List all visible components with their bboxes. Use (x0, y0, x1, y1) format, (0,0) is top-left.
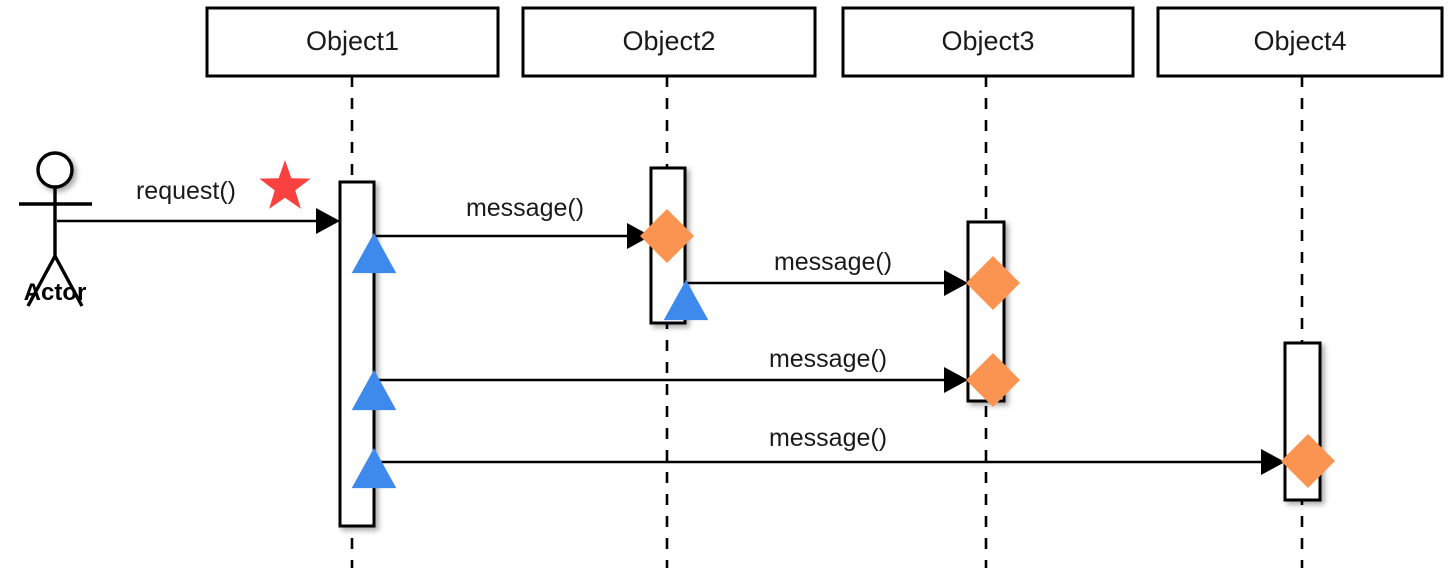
lifelines-group (350, 76, 1304, 568)
actor-head-icon (36, 151, 74, 189)
message-arrowhead-msg-request (316, 208, 340, 234)
actor-leg-left-icon (26, 255, 57, 307)
message-labels-group: request() message() message() message() mess… (136, 177, 892, 452)
diamond-marker (1281, 434, 1335, 488)
star-marker (259, 160, 311, 209)
participant-box-object4[interactable] (1156, 6, 1444, 78)
participant-label-object1: Object1 (306, 26, 399, 56)
diamond-marker (966, 256, 1020, 310)
diamond-marker (640, 209, 694, 263)
message-label-msg-3: message() (769, 345, 887, 373)
message-arrowhead-msg-2 (944, 270, 968, 296)
annotation-markers-group (259, 160, 1335, 489)
actor-label: Actor (24, 279, 87, 306)
participant-labels-group: Object1 Object2 Object3 Object4 (306, 26, 1347, 56)
participant-label-object3: Object3 (941, 26, 1034, 56)
triangle-marker (351, 369, 397, 411)
participant-box-object2[interactable] (521, 6, 817, 78)
actor-leg-right-icon (53, 255, 84, 307)
message-arrowhead-msg-1 (627, 223, 651, 249)
triangle-marker (351, 232, 397, 274)
participant-boxes-group (205, 6, 1444, 78)
participant-label-object2: Object2 (622, 26, 715, 56)
triangle-marker (663, 279, 709, 321)
actor-figure[interactable]: Actor (19, 151, 92, 307)
message-arrowhead-msg-3 (944, 367, 968, 393)
triangle-marker (351, 447, 397, 489)
participant-box-object3[interactable] (841, 6, 1135, 78)
message-label-msg-1: message() (466, 194, 584, 222)
message-label-msg-2: message() (774, 248, 892, 276)
participant-label-object4: Object4 (1253, 26, 1346, 56)
diamond-marker (966, 353, 1020, 407)
participant-box-object1[interactable] (205, 6, 500, 78)
message-label-msg-4: message() (769, 424, 887, 452)
message-arrowhead-msg-4 (1261, 449, 1285, 475)
message-label-msg-request: request() (136, 177, 236, 205)
message-lines-group (57, 208, 1285, 475)
